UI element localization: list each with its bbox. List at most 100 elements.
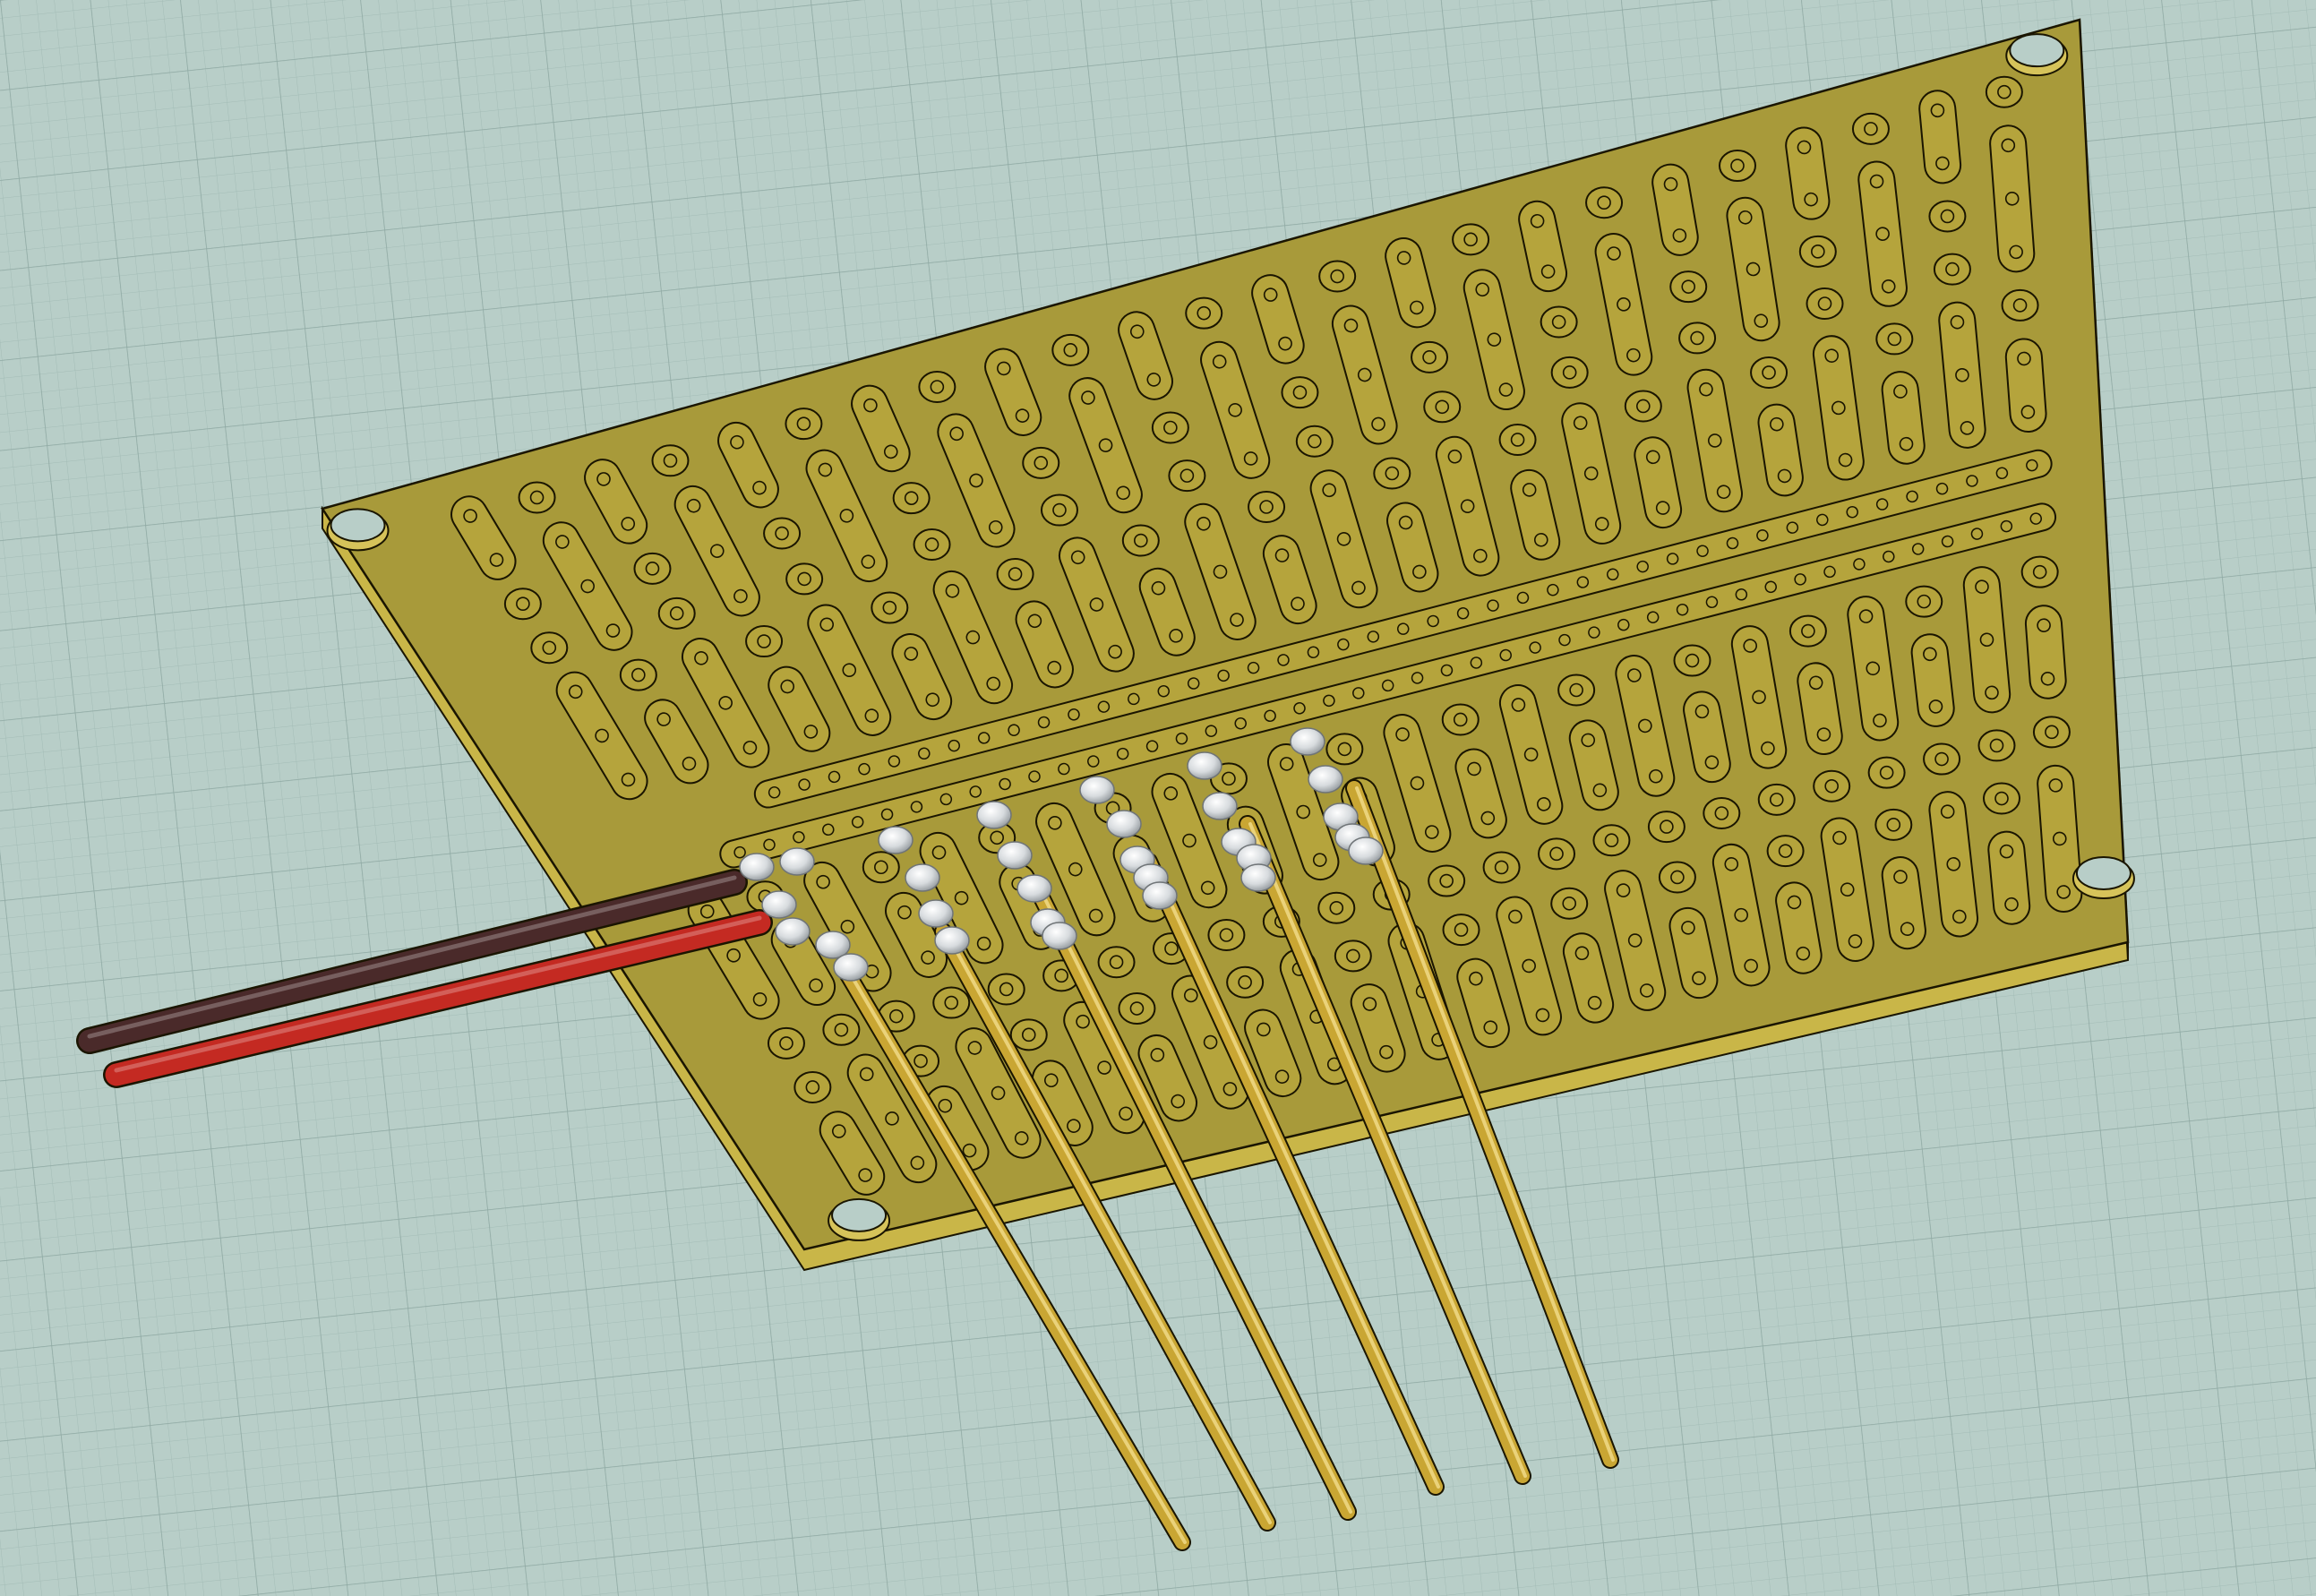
pad <box>1200 340 1271 479</box>
pad-ring <box>518 481 556 514</box>
pad-ring <box>1121 524 1160 557</box>
mounting-hole-icon <box>2072 855 2135 899</box>
bus-strip <box>719 502 2057 869</box>
pad <box>1454 748 1507 839</box>
pad-ring <box>1442 914 1480 947</box>
pad <box>2004 338 2047 433</box>
pad <box>2037 764 2083 913</box>
pad <box>1058 536 1135 673</box>
pad-ring <box>1185 296 1223 330</box>
pad <box>1615 655 1676 797</box>
component-lead <box>837 963 1191 1551</box>
solder-joint-icon <box>1187 751 1222 780</box>
pad-ring <box>651 444 690 477</box>
pad <box>955 1027 1042 1159</box>
pad <box>1962 566 2011 714</box>
pad-ring <box>1550 887 1589 920</box>
pad-ring <box>1411 340 1449 373</box>
pad <box>1350 983 1406 1073</box>
pad-ring <box>1806 287 1844 321</box>
pad <box>1857 160 1908 307</box>
pad-ring <box>862 851 900 884</box>
component-lead <box>1239 815 1531 1485</box>
pad <box>932 570 1014 705</box>
pad-ring <box>1933 253 1971 286</box>
pad-ring <box>1977 729 2016 762</box>
pad <box>1881 856 1926 950</box>
pad <box>1138 567 1196 656</box>
solder-joint-icon <box>1016 874 1052 903</box>
pad <box>1244 1008 1302 1098</box>
pad-ring <box>822 1013 861 1046</box>
pad <box>1568 719 1619 811</box>
pad-ring <box>1538 837 1576 871</box>
pad-ring <box>2032 716 2071 749</box>
pad <box>805 449 888 583</box>
pad <box>717 421 779 509</box>
pad <box>807 604 892 736</box>
pad-ring <box>1318 260 1357 293</box>
pad-ring <box>1452 223 1490 256</box>
pad <box>1785 126 1831 220</box>
pad <box>1510 468 1561 561</box>
pad-ring <box>1928 200 1967 233</box>
pad-ring <box>996 558 1034 591</box>
pad <box>1118 311 1173 400</box>
pad-ring <box>913 528 951 561</box>
pad-ring <box>1097 946 1136 979</box>
pad-ring <box>793 1070 832 1103</box>
wires <box>76 869 773 1088</box>
pad-ring <box>1151 411 1189 444</box>
pad <box>1881 371 1926 465</box>
pad-ring <box>1317 891 1356 924</box>
pad-ring <box>503 588 542 621</box>
pad-ring <box>1851 112 1890 145</box>
pad <box>1594 233 1653 376</box>
pad-ring <box>1985 75 2023 108</box>
solder-joint-icon <box>934 926 970 955</box>
component-lead <box>1033 888 1357 1521</box>
pad-ring <box>1040 493 1078 527</box>
pad <box>1604 870 1667 1011</box>
pad-ring <box>1373 457 1411 490</box>
pad <box>1184 502 1257 640</box>
pad <box>1562 932 1615 1024</box>
pad <box>1386 502 1439 593</box>
pad-ring <box>1118 992 1156 1025</box>
solder-joint-icon <box>976 801 1012 829</box>
pad <box>1651 163 1699 256</box>
pad <box>1989 124 2036 273</box>
pad <box>1987 830 2031 925</box>
pad-ring <box>1248 491 1286 524</box>
pad-ring <box>1592 824 1631 857</box>
pad <box>450 495 517 580</box>
solder-joint-icon <box>1290 727 1325 756</box>
pad-ring <box>1624 390 1662 423</box>
pad <box>584 459 648 545</box>
pad <box>1711 843 1771 987</box>
pad <box>1137 1034 1198 1122</box>
component-leads <box>837 779 1619 1551</box>
pad-ring <box>1334 940 1372 973</box>
pad-ring <box>1798 235 1837 268</box>
pad-ring <box>1874 808 1913 841</box>
pad-ring <box>2020 555 2059 588</box>
pad <box>1847 596 1900 742</box>
solder-joint-icon <box>1042 922 1077 950</box>
pad <box>1267 743 1340 881</box>
pad-ring <box>1226 965 1265 999</box>
pad-ring <box>1498 423 1537 456</box>
pad <box>1683 691 1731 784</box>
pad-ring <box>1658 861 1696 894</box>
pad-ring <box>530 631 569 665</box>
pad <box>2024 605 2067 699</box>
pad-ring <box>785 562 824 596</box>
pad <box>1068 377 1143 514</box>
solder-joint-icon <box>1348 837 1384 865</box>
solder-joint-icon <box>1308 765 1343 794</box>
pad-ring <box>1875 322 1914 356</box>
solder-joint-icon <box>1202 792 1238 820</box>
pad-ring <box>767 1026 805 1060</box>
